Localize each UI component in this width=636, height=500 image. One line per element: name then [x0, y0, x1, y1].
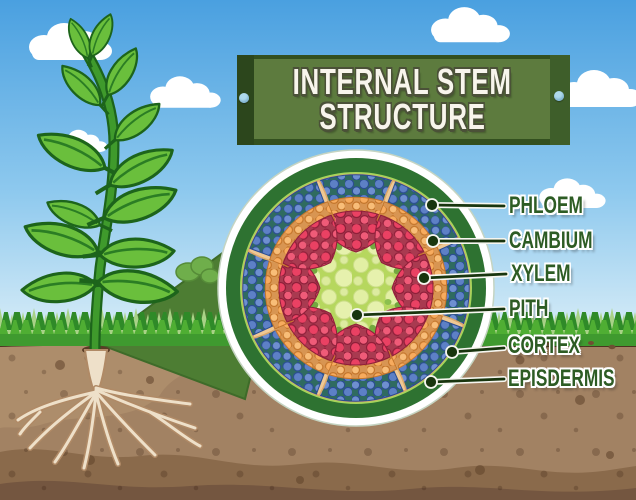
- page-title-line2: STRUCTURE: [318, 96, 486, 137]
- pointer-dot-cambium: [426, 234, 440, 248]
- leader-line-episdermis: [429, 377, 506, 384]
- stem-cross-section: [217, 149, 495, 427]
- leader-line-pith: [355, 307, 506, 317]
- pebbles: [545, 336, 616, 350]
- label-pith: PITH: [509, 295, 549, 322]
- leader-lines: [350, 198, 509, 389]
- roots: [15, 349, 203, 471]
- vascular-bundle: [247, 306, 338, 397]
- leader-line-cores: [355, 203, 508, 384]
- label-episdermis: EPISDERMIS: [508, 365, 615, 392]
- pointer-dot-cortex: [445, 345, 459, 359]
- leader-line-xylem: [422, 272, 508, 280]
- stem: [81, 46, 118, 354]
- label-xylem: XYLEM: [511, 260, 571, 287]
- plant: [15, 10, 203, 471]
- screw-icon: [554, 91, 564, 101]
- pointer-dot-xylem: [417, 271, 431, 285]
- leader-line-cortex: [450, 346, 506, 354]
- title-sign: INTERNAL STEM STRUCTURE: [237, 55, 570, 145]
- label-phloem: PHLOEM: [509, 192, 583, 219]
- screw-icon: [239, 93, 249, 103]
- label-cortex: CORTEX: [508, 332, 581, 359]
- sign-face: INTERNAL STEM STRUCTURE: [254, 59, 550, 139]
- pointer-dots: [350, 198, 459, 389]
- label-cambium: CAMBIUM: [509, 227, 593, 254]
- pointer-dot-phloem: [425, 198, 439, 212]
- leader-line-phloem: [430, 203, 506, 208]
- pointer-dot-pith: [350, 308, 364, 322]
- vascular-bundle: [247, 179, 338, 270]
- pointer-dot-episdermis: [424, 375, 438, 389]
- page-title-line1: INTERNAL STEM: [292, 61, 512, 102]
